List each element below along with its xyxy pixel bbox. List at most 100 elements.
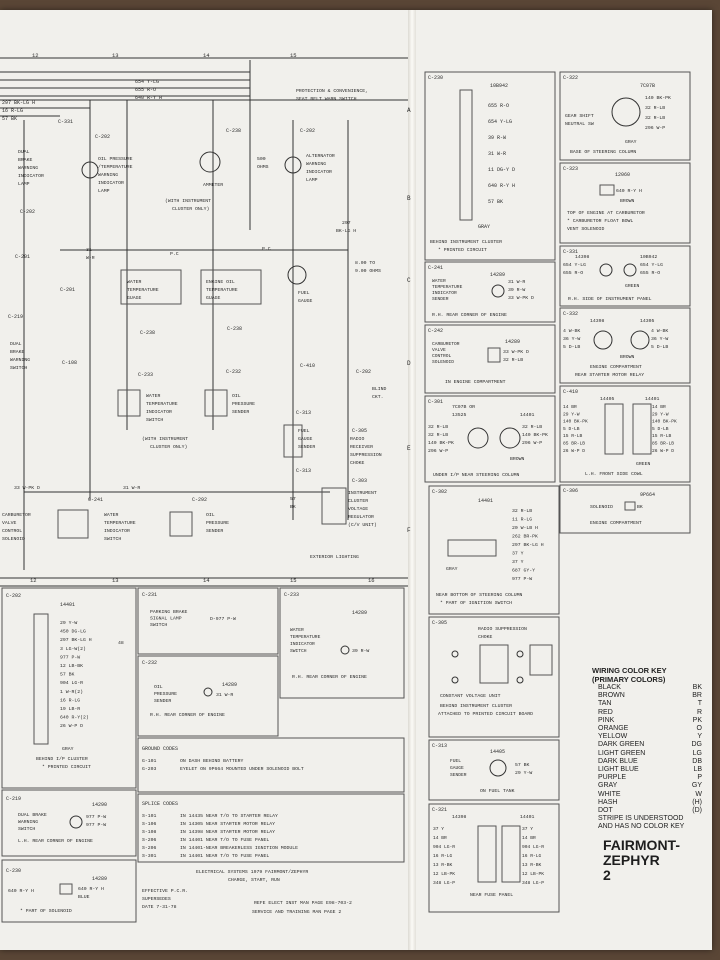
ground-description: ON DASH BEHIND BATTERY: [180, 758, 243, 764]
component-label: OHMS: [257, 164, 269, 170]
wire-label: 32 R-LB: [645, 105, 665, 111]
color-name: PURPLE: [598, 774, 627, 782]
connector-c230-solenoid: [1, 859, 137, 923]
table-title: GROUND CODES: [142, 746, 178, 752]
connector-c322: [559, 71, 691, 161]
component-label: ENGINE OIL: [206, 279, 235, 285]
wire-label: 654 Y-LG: [563, 262, 586, 268]
connector-code: C-306: [563, 488, 578, 494]
grid-col-number: 13: [112, 577, 119, 584]
part-number: 12060: [615, 172, 630, 178]
connector-code: C-232: [142, 660, 157, 666]
wire-label: 26 W-P D: [60, 723, 83, 729]
wire-label: 640 R-Y(2): [60, 715, 89, 721]
component-label: SOLENOID: [590, 504, 613, 510]
component-label: WARNING: [18, 165, 38, 171]
component-label: WARNING: [306, 161, 326, 167]
grid-col-number: 15: [290, 52, 297, 59]
connector-code: C-302: [432, 489, 447, 495]
location-caption: BEHIND I/P CLUSTER: [36, 756, 88, 762]
component-label: WARNING: [98, 172, 118, 178]
connector-face: [467, 427, 489, 449]
switch-symbol: [117, 389, 141, 417]
connector-color: BROWN: [510, 456, 525, 462]
wire-label: 977 P-W: [60, 654, 80, 660]
connector-label: C-313: [296, 468, 311, 474]
part-number: 14405: [600, 396, 615, 402]
connector-label: P.C: [262, 246, 271, 252]
color-code: GY: [691, 782, 702, 790]
connector-c331: [559, 245, 691, 307]
wire-label: 16 R-LG: [433, 853, 453, 859]
component-label: BRAKE: [10, 349, 25, 355]
wire-label: 296 W-P: [522, 440, 542, 446]
component-label: TEMPERATURE: [104, 520, 136, 526]
splice-description: IN 14401 NEAR T/O TO FUSE PANEL: [180, 837, 269, 843]
component-label: INDICATOR: [290, 641, 315, 647]
location-caption: NEAR FUSE PANEL: [470, 892, 513, 898]
wire-label: 32 R-LB: [428, 432, 448, 438]
component-label: 9.00 OHMS: [355, 268, 381, 274]
connector-body: [33, 613, 49, 745]
wire-label: 262 BR-PK: [512, 534, 538, 540]
color-name: DARK GREEN: [598, 741, 645, 749]
connector-c321: [428, 803, 560, 913]
connector-c232: [137, 655, 279, 737]
part-number: 14289: [352, 610, 367, 616]
wire-label: 19 LB-R: [60, 706, 80, 712]
color-code: Y: [697, 733, 702, 741]
component-label: GUAGE: [127, 295, 142, 301]
component-label: INDICATOR: [432, 290, 457, 296]
component-label: VOLTAGE: [348, 506, 368, 512]
wire-label: 16 R-LG: [522, 853, 542, 859]
location-caption: * PRINTED CIRCUIT: [42, 764, 91, 770]
component-label: CONTROL: [2, 528, 22, 534]
grid-col-number: 15: [290, 577, 297, 584]
location-caption: R.H. REAR CORNER OF ENGINE: [432, 312, 507, 318]
component-label: OIL: [206, 512, 215, 518]
connector-label: C-202: [20, 209, 35, 215]
terminal: [451, 650, 459, 658]
component-label: GEAR SHIFT: [565, 113, 594, 119]
wire-label: 37 Y: [512, 551, 524, 557]
component-label: OIL: [232, 393, 241, 399]
connector-color: BROWN: [620, 354, 635, 360]
component-label: PRESSURE: [232, 401, 255, 407]
color-key-note-1: STRIPE IS UNDERSTOOD: [598, 815, 684, 823]
wire-label: 36 Y-W: [563, 336, 580, 342]
connector-color: GREEN: [636, 461, 651, 467]
color-key-row: HASH(H): [592, 799, 702, 807]
wire-label: 39 R-W: [488, 135, 506, 141]
reference: SERVICE AND TRAINING MAN PAGE 2: [252, 909, 341, 915]
connector-c241: [424, 261, 556, 323]
component-label: INDICATOR: [306, 169, 332, 175]
component-label: CARBURETOR: [432, 341, 460, 347]
component-label: CARBURETOR: [2, 512, 31, 518]
wire-label: 29 Y-W: [60, 620, 77, 626]
effective-date: SUPERSEDES: [142, 896, 171, 902]
part-number: 14401: [60, 602, 75, 608]
connector-color: GREEN: [625, 283, 640, 289]
color-name: ORANGE: [598, 725, 629, 733]
wire-label: 37 Y: [512, 559, 524, 565]
location-caption: L.H. REAR CORNER OF ENGINE: [18, 838, 93, 844]
component-label: SENDER: [206, 528, 223, 534]
ground-description: EYELET ON 9P664 MOUNTED UNDER SOLENOID B…: [180, 766, 304, 772]
component-label: /TEMPERATURE: [98, 164, 133, 170]
part-number: 13525: [452, 412, 467, 418]
component-label: CHOKE: [350, 460, 365, 466]
wire-label: 15 R-LB: [563, 433, 583, 439]
component-label: CHOKE: [478, 634, 493, 640]
connector-face: [599, 263, 613, 277]
wire-label: 3 LG-W(2): [60, 646, 86, 652]
wire-label: 12 LB-PK: [522, 871, 544, 877]
component-label: VALVE: [2, 520, 17, 526]
connector-body: [447, 539, 497, 557]
connector-c301: [424, 395, 556, 483]
connector-body: [599, 184, 615, 196]
